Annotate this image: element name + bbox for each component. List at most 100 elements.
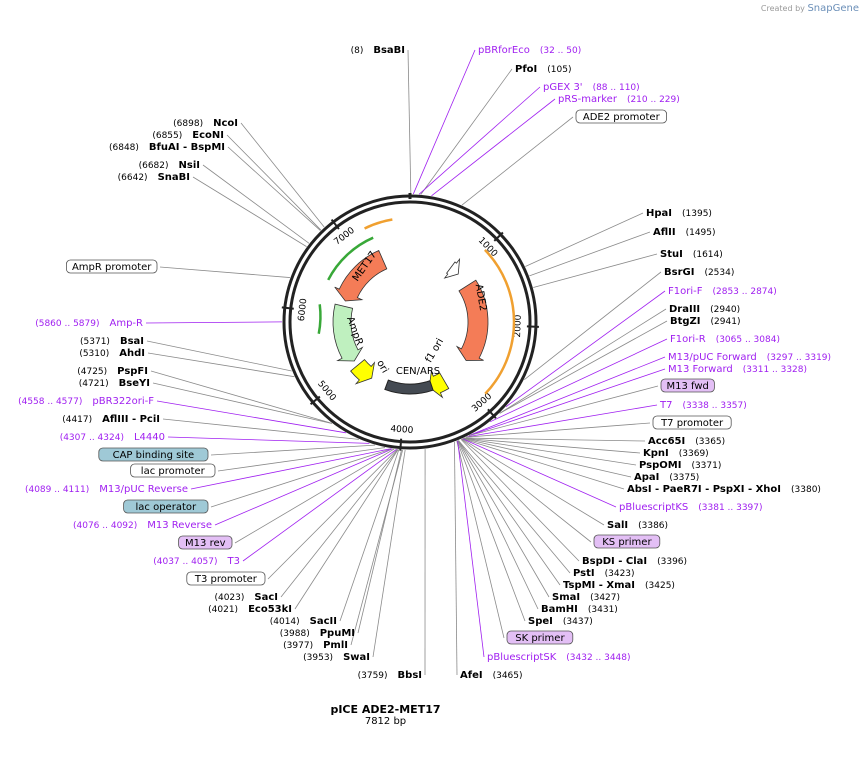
enzyme-name: ApaI [634,472,659,483]
primer-label: (4558 .. 4577)pBR322ori-F [18,396,154,407]
site-position: (8) [351,46,364,56]
site-position: (3065 .. 3084) [716,335,780,345]
feature-box [575,109,667,124]
site-position: (3427) [590,593,620,603]
leader-line [267,449,398,580]
primer-label: M13/pUC Forward(3297 .. 3319) [668,352,831,363]
cen-ars-band [384,379,434,395]
enzyme-name: SacII [310,616,337,627]
leader-line [460,439,580,562]
tick-mark [281,306,294,310]
leader-line [457,440,485,658]
site-position: (5310) [79,349,109,359]
leader-line [463,437,646,442]
leader-line [499,320,668,414]
feature-box-label: ADE2 promoter [583,112,661,123]
leader-line [146,340,292,372]
enzyme-label: ApaI(3375) [634,472,699,483]
primer-name: pBluescriptKS [619,502,688,513]
enzyme-label: (4721)BseYI [79,378,150,389]
enzyme-name: NsiI [179,160,200,171]
primer-label: pRS-marker(210 .. 229) [558,94,680,105]
site-position: (3423) [605,569,635,579]
primer-label: F1ori-F(2853 .. 2874) [668,286,777,297]
enzyme-name: EcoNI [192,130,224,141]
feature-label: ADE2 [473,283,489,312]
enzyme-label: (4023)SacI [214,592,278,603]
f1-ori-arrow [428,370,450,399]
leader-line [210,448,393,508]
site-position: (2941) [711,317,741,327]
leader-line [431,98,556,197]
leader-line [463,437,641,454]
site-position: (1395) [682,209,712,219]
enzyme-name: StuI [660,249,683,260]
inner-ring [288,200,532,444]
feature-box-label: AmpR promoter [72,262,152,273]
leader-line [412,49,476,195]
leader-line [462,438,617,508]
enzyme-name: AbsI - PaeR7I - PspXI - XhoI [627,484,781,495]
enzyme-label: (6642)SnaBI [118,172,190,183]
enzyme-name: BfuAI - BspMI [149,142,225,153]
site-position: (6898) [173,119,203,129]
enzyme-name: PspOMI [639,460,681,471]
primer-name: pGEX 3' [543,82,583,93]
enzyme-name: DraIII [669,304,700,315]
feature-label: ori [374,358,390,375]
enzyme-label: (6898) NcoI [173,118,238,129]
feature-label: CEN/ARS [396,366,440,377]
green-region-left [327,236,374,281]
site-position: (3380) [791,485,821,495]
leader-line [190,448,392,490]
watermark-prefix: Created by [760,4,805,13]
enzyme-label: (3988)PpuMI [280,628,355,639]
site-position: (3369) [679,449,709,459]
feature-box-label: M13 fwd [666,381,708,392]
primer-name: T7 [659,400,672,411]
feature-box [593,534,661,549]
leader-line [339,449,400,622]
site-position: (2534) [704,268,734,278]
site-position: (3338 .. 3357) [682,401,746,411]
feature-box [123,499,209,514]
site-position: (3759) [358,671,388,681]
site-position: (4725) [77,367,107,377]
site-position: (3396) [657,557,687,567]
leader-line [372,449,406,658]
leader-lines [145,49,668,676]
site-position: (4037 .. 4057) [153,557,217,567]
site-position: (3311 .. 3328) [743,365,807,375]
enzyme-label: BtgZI (2941) [670,316,740,327]
gold-region-right [484,248,516,395]
tick-label: 4000 [390,424,414,436]
enzyme-name: BtgZI [670,316,701,327]
enzyme-name: SmaI [552,592,580,603]
enzyme-label: BamHI(3431) [541,604,618,615]
enzyme-label: StuI(1614) [660,249,723,260]
feature-box-label: M13 rev [185,538,226,549]
tick-mark [399,438,403,451]
enzyme-label: SalI(3386) [607,520,668,531]
leader-line [234,448,395,544]
feature-box [652,415,732,430]
enzyme-name: AflII [653,227,676,238]
primer-name: L4440 [134,432,165,443]
leader-line [454,442,458,676]
leader-line [147,352,295,378]
enzyme-label: PspOMI(3371) [639,460,721,471]
site-position: (6855) [152,131,182,141]
enzyme-name: AfeI [460,670,483,681]
enzyme-label: BspDI - ClaI(3396) [582,556,687,567]
leader-line [468,368,666,436]
ade2-arrow [455,279,489,361]
site-position: (3425) [645,581,675,591]
leader-line [457,440,550,598]
enzyme-label: PstI(3423) [573,568,635,579]
enzyme-name: NcoI [213,118,238,129]
enzyme-name: BseYI [119,378,150,389]
site-position: (2853 .. 2874) [712,287,776,297]
leader-line [466,404,658,438]
